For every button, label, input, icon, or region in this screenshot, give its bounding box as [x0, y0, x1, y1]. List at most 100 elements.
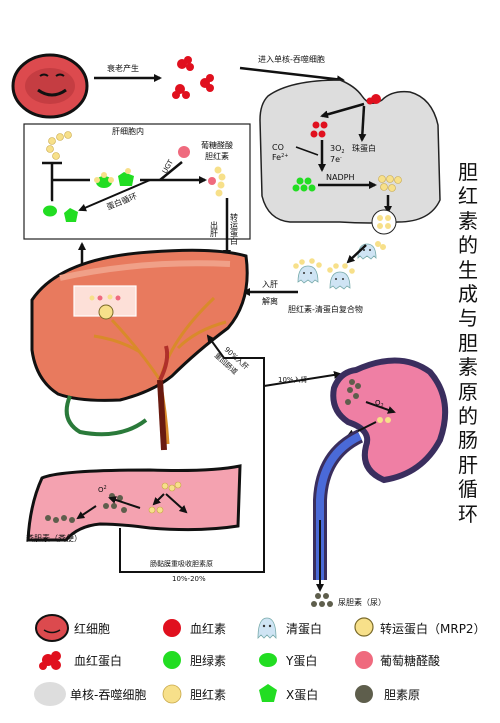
y-protein-free — [43, 205, 57, 217]
gut-arrow-1 — [165, 493, 188, 514]
legend-label-4: 血红蛋白 — [74, 653, 122, 668]
legend-label-10: X蛋白 — [286, 687, 318, 702]
globin-arrow — [358, 105, 367, 142]
urine-urobilinogen-dots — [311, 593, 333, 607]
intestine — [26, 464, 242, 542]
legend-biliverdin-icon — [163, 651, 181, 669]
legend-macrophage-icon — [34, 682, 66, 706]
title-char: 胆 — [458, 160, 478, 184]
exit-vesicle — [371, 209, 397, 235]
title-char: 素 — [458, 355, 478, 380]
glucuronide-line1: 葡糖醛酸 — [201, 140, 233, 150]
legend: 红细胞 血红素 清蛋白 转运蛋白（MRP2） 血红蛋白 胆绿素 Y蛋白 葡萄糖醛… — [34, 614, 486, 706]
out-of-liver-label: 出肝 — [210, 220, 219, 238]
title-char: 肠 — [458, 428, 478, 453]
title-char: 胆 — [458, 330, 478, 355]
title-char: 红 — [458, 184, 478, 209]
gut-bilirubin-dots — [148, 481, 182, 514]
title-char: 循 — [458, 477, 478, 502]
legend-albumin-icon — [257, 617, 277, 639]
urine-label: 尿胆素（尿） — [338, 597, 386, 607]
legend-label-3: 转运蛋白（MRP2） — [380, 621, 486, 636]
legend-glucuronic-acid-icon — [355, 651, 373, 669]
legend-label-6: Y蛋白 — [285, 653, 317, 668]
title-char: 的 — [458, 233, 478, 258]
hepatocyte-label: 肝细胞内 — [112, 126, 144, 136]
macrophage-cell — [259, 79, 441, 224]
kidney-bilirubin-dots — [377, 417, 391, 423]
legend-urobilinogen-icon — [355, 685, 373, 703]
legend-label-0: 红细胞 — [74, 621, 110, 636]
diagram-title: 胆红素的生成与胆素原的肠肝循环 — [452, 160, 484, 526]
nadph-label: NADPH — [326, 173, 354, 182]
legend-heme-icon — [163, 619, 181, 637]
legend-x-protein-icon — [259, 684, 277, 702]
red-blood-cell-icon — [11, 53, 89, 119]
complex-arrow — [346, 244, 367, 264]
kidney-arrow-1 — [365, 401, 396, 414]
complex-label: 胆红素-清蛋白复合物 — [288, 304, 363, 314]
stool-label: 粪胆素（粪便） — [26, 533, 82, 543]
pct10-kidney-label: 10%入肾 — [278, 375, 308, 384]
hemoglobin-fragments — [172, 56, 214, 99]
co-release-line — [295, 146, 319, 156]
reabsorb-label: 肠黏膜重吸收胆素原 — [150, 559, 213, 568]
transport-protein-label: 转运蛋白 — [230, 212, 239, 246]
to-kidney-arrow — [263, 370, 342, 387]
fe-label: Fe2+ — [272, 153, 288, 162]
heme-dots — [310, 121, 328, 138]
glucuronic-acid-dot — [178, 146, 190, 158]
legend-y-protein-icon — [259, 653, 277, 667]
conjugated-bilirubin — [208, 166, 226, 197]
title-char: 的 — [458, 404, 478, 429]
y-protein-complex — [94, 168, 134, 188]
o2-label: 3O2 — [330, 144, 345, 155]
electrons-label: 7e- — [330, 155, 342, 164]
gallbladder — [64, 395, 148, 437]
aging-label: 衰老产生 — [107, 63, 139, 73]
legend-label-5: 胆绿素 — [190, 653, 226, 668]
kidney-urobilinogen-dots — [345, 379, 361, 405]
legend-label-1: 血红素 — [190, 621, 226, 636]
enterohepatic-return-line — [119, 334, 265, 573]
heme-arrow — [320, 102, 365, 119]
title-char: 肝 — [458, 452, 478, 477]
gut-arrow-2 — [152, 493, 165, 506]
gut-arrow-3 — [108, 496, 141, 509]
liver-highlight — [59, 260, 231, 281]
legend-label-9: 胆红素 — [190, 687, 226, 702]
title-char: 素 — [458, 208, 478, 233]
title-char: 环 — [458, 501, 478, 526]
title-char: 生 — [458, 257, 478, 282]
bilirubin-dots-macrophage — [378, 175, 402, 192]
o2-kidney-label: O2 — [375, 399, 384, 409]
gut-arrow-4 — [76, 505, 97, 520]
title-char: 原 — [458, 379, 478, 404]
dissociate-label: 解离 — [262, 296, 278, 306]
legend-label-11: 胆素原 — [384, 688, 420, 702]
co-label: CO — [272, 143, 284, 152]
bilirubin-dots-entry — [46, 131, 72, 160]
legend-hemoglobin-icon — [39, 651, 61, 670]
into-liver-label: 入肝 — [262, 280, 278, 289]
common-bile-duct — [157, 379, 167, 451]
legend-red-blood-cell-icon — [35, 614, 69, 642]
legend-bilirubin-icon — [162, 684, 182, 704]
o2-gut-label: O2 — [98, 485, 107, 494]
portal-vein — [158, 345, 170, 381]
ureter-lumen — [316, 432, 362, 580]
title-char: 与 — [458, 306, 478, 331]
bilirubin-albumin-complexes — [293, 258, 355, 290]
pct-range-label: 10%-20% — [172, 575, 206, 583]
stop-line-vertical — [50, 163, 54, 202]
y-protein-cycle-arrow — [78, 179, 151, 212]
legend-label-8: 单核-吞噬细胞 — [70, 687, 146, 702]
enter-macrophage-label: 进入单核-吞噬细胞 — [258, 54, 325, 64]
glucuronide-line2: 胆红素 — [205, 151, 229, 161]
biliverdin-dots — [292, 177, 316, 192]
legend-label-2: 清蛋白 — [286, 621, 322, 636]
title-char: 成 — [458, 282, 478, 307]
glucuronic-join-line — [159, 161, 183, 181]
ureter — [313, 429, 364, 580]
